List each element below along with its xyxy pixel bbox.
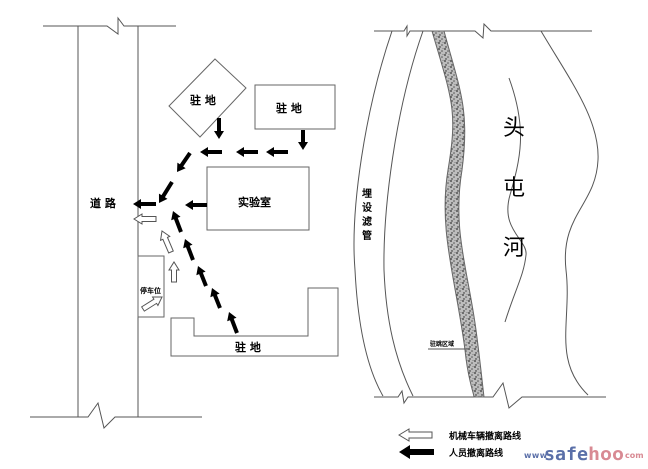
lab-label: 实验室 — [238, 195, 271, 209]
person-arrow-2 — [266, 147, 288, 157]
person-arrow-12 — [210, 288, 222, 309]
pipe-label-char: 管 — [362, 229, 372, 242]
camp-bottom-label: 驻 地 — [235, 340, 261, 354]
pipe-right-edge — [383, 30, 424, 397]
person-arrow-6 — [158, 180, 174, 203]
vehicle-route-arrows — [133, 213, 180, 312]
legend: 机械车辆撤离路线 人员撤离路线 — [398, 428, 521, 459]
river-label-char: 河 — [503, 236, 525, 261]
work-zone-label: 驻跳区域 — [430, 340, 454, 348]
person-arrow-5 — [177, 151, 192, 172]
river-label-char: 屯 — [503, 176, 525, 201]
person-arrow-7 — [133, 199, 156, 209]
pipe-label-char: 设 — [362, 201, 372, 214]
river-label-char: 头 — [503, 116, 525, 141]
watermark: www safe hoo com — [524, 444, 644, 465]
person-arrow-8 — [185, 200, 207, 210]
road-top-break-line — [43, 16, 176, 35]
person-arrow-11 — [196, 266, 208, 287]
river-top-break-line — [374, 22, 592, 40]
legend-vehicle-arrow-icon — [398, 428, 433, 442]
camp-diamond-label: 驻 地 — [190, 93, 216, 107]
person-arrow-4 — [200, 147, 222, 157]
legend-person-label: 人员撤离路线 — [448, 447, 503, 459]
person-route-arrows — [133, 118, 308, 334]
gravel-band — [431, 30, 485, 398]
watermark-safe: safe — [544, 444, 588, 465]
person-arrow-9 — [171, 211, 183, 233]
river-right-bank — [540, 30, 599, 396]
road-bottom-break-line — [30, 401, 202, 429]
person-arrow-1 — [298, 130, 308, 150]
vehicle-arrow-0 — [133, 213, 157, 225]
person-arrow-10 — [183, 239, 195, 261]
pipe-label-char: 埋 — [362, 187, 372, 200]
camp-top-right-label: 驻 地 — [276, 101, 302, 115]
legend-vehicle-label: 机械车辆撤离路线 — [449, 430, 521, 442]
river-area — [353, 22, 606, 409]
pipe-label-char: 滤 — [362, 215, 372, 228]
parking-label: 停车位 — [140, 286, 161, 295]
camp-top-right — [254, 84, 336, 130]
person-arrow-3 — [236, 147, 258, 157]
vehicle-arrow-3 — [140, 296, 163, 312]
river-centerline — [504, 77, 527, 323]
watermark-com: com — [625, 451, 644, 460]
camp-bottom — [170, 287, 339, 357]
lab-building — [206, 166, 310, 231]
watermark-www: www — [524, 451, 548, 460]
road-label: 道 路 — [90, 196, 117, 210]
legend-person-arrow-icon — [399, 445, 434, 459]
watermark-hoo: hoo — [588, 444, 624, 465]
person-arrow-13 — [227, 312, 239, 334]
river-label: 头屯河 — [503, 116, 525, 261]
vehicle-arrow-1 — [159, 230, 174, 254]
pipe-left-edge — [353, 30, 393, 397]
camp-diamond — [168, 58, 247, 138]
vehicle-arrow-2 — [168, 261, 180, 283]
river-bottom-break-line — [374, 381, 606, 409]
person-arrow-0 — [214, 118, 224, 139]
